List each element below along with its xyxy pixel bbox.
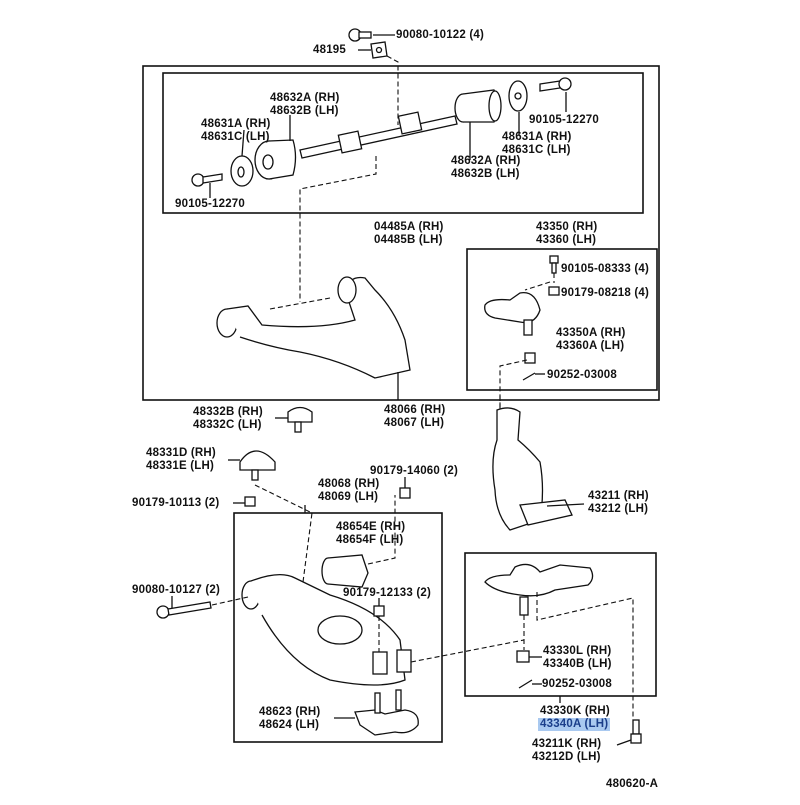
label-43340B[interactable]: 43340B (LH) [543,658,612,670]
label-48654[interactable]: 48654E (RH) 48654F (LH) [336,521,405,547]
label-48631-right[interactable]: 48631A (RH) 48631C (LH) [502,131,572,157]
label-48623[interactable]: 48623 (RH) [259,706,321,718]
label-90105-08333[interactable]: 90105-08333 (4) [561,263,650,275]
label-90252-03008-upper[interactable]: 90252-03008 [547,369,617,381]
label-43350[interactable]: 43350 (RH) [536,221,598,233]
label-90179-10113[interactable]: 90179-10113 (2) [132,497,220,509]
label-43330K[interactable]: 43330K (RH) [540,705,610,717]
lower-ball-joint-icon [484,563,594,616]
label-04485A[interactable]: 04485A (RH) [374,221,444,233]
label-48654E[interactable]: 48654E (RH) [336,521,406,533]
upper-control-arm-icon [216,276,411,379]
label-90179-12133[interactable]: 90179-12133 (2) [343,587,432,599]
label-04485[interactable]: 04485A (RH) 04485B (LH) [374,221,444,247]
label-04485B[interactable]: 04485B (LH) [374,234,443,246]
nut-43330L-icon [516,650,530,663]
label-48631A-right[interactable]: 48631A (RH) [502,131,572,143]
label-43350A[interactable]: 43350A (RH) [556,327,626,339]
label-48632-right[interactable]: 48632A (RH) 48632B (LH) [451,155,521,181]
label-48623-48624[interactable]: 48623 (RH) 48624 (LH) [259,706,320,732]
upper-ball-joint-icon [484,291,541,364]
lower-arm-box [233,512,443,743]
label-43212D[interactable]: 43212D (LH) [532,751,601,763]
label-90080-10127[interactable]: 90080-10127 (2) [132,584,221,596]
label-43211K[interactable]: 43211K (RH) [532,738,602,750]
steering-knuckle-icon [492,407,573,531]
label-48631C-right[interactable]: 48631C (LH) [502,144,571,156]
label-90179-14060[interactable]: 90179-14060 (2) [370,465,459,477]
shaft-kit-box [162,72,644,214]
label-48631-left[interactable]: 48631A (RH) 48631C (LH) [201,118,271,144]
label-48631A-left[interactable]: 48631A (RH) [201,118,271,130]
label-43350A-43360A[interactable]: 43350A (RH) 43360A (LH) [556,327,626,353]
nut-90179-10113-icon [244,496,256,507]
bolt-90080-10122-icon [348,28,372,42]
bushing-left-icon [254,139,297,180]
knuckle-bolt-icon [630,719,642,744]
shaft-icon [299,111,458,159]
label-43330L[interactable]: 43330L (RH) [543,645,612,657]
bolt-90105-08333-icon [549,255,559,274]
label-90179-08218[interactable]: 90179-08218 (4) [561,287,650,299]
bumper-upper-icon [287,406,313,433]
bolt-right-icon [539,77,572,92]
label-48624[interactable]: 48624 (LH) [259,719,320,731]
lower-control-arm-icon [241,574,412,686]
label-90080-10122[interactable]: 90080-10122 (4) [396,29,485,41]
label-48066[interactable]: 48066 (RH) [384,404,446,416]
bolt-90080-10127-icon [156,601,212,619]
bolt-left-icon [191,173,223,187]
bushing-right-icon [454,89,502,123]
lower-bushing-icon [321,554,369,588]
label-90252-03008-lower[interactable]: 90252-03008 [542,678,612,690]
nut-90179-14060-icon [399,487,411,499]
cotter-pin-lower-icon [518,679,533,689]
label-48195[interactable]: 48195 [313,44,346,56]
nut-90179-12133-icon [373,605,385,617]
cotter-pin-upper-icon [522,372,536,381]
washer-left-icon [230,155,254,187]
label-43340A-highlighted[interactable]: 43340A (LH) [538,718,611,731]
diagram-code: 480620-A [606,778,659,790]
label-48069[interactable]: 48069 (LH) [318,491,379,503]
label-43330K-43340A[interactable]: 43330K (RH) 43340A (LH) [538,705,611,731]
label-48632B-right[interactable]: 48632B (LH) [451,168,520,180]
bumper-lower-icon [239,450,276,481]
plate-48195-icon [370,41,388,59]
label-43211[interactable]: 43211 (RH) [588,490,649,502]
label-48068-48069[interactable]: 48068 (RH) 48069 (LH) [318,478,379,504]
spring-seat-icon [354,689,419,736]
upper-arm-assembly-box [142,65,660,401]
label-43360A[interactable]: 43360A (LH) [556,340,625,352]
label-48632A-right[interactable]: 48632A (RH) [451,155,521,167]
label-48331[interactable]: 48331D (RH) 48331E (LH) [146,447,216,473]
label-48332C[interactable]: 48332C (LH) [193,419,262,431]
label-48066-48067[interactable]: 48066 (RH) 48067 (LH) [384,404,445,430]
label-48331E[interactable]: 48331E (LH) [146,460,215,472]
label-90105-12270-right[interactable]: 90105-12270 [529,114,599,126]
label-48068[interactable]: 48068 (RH) [318,478,380,490]
label-43211-43212[interactable]: 43211 (RH) 43212 (LH) [588,490,649,516]
label-48331D[interactable]: 48331D (RH) [146,447,216,459]
label-48332[interactable]: 48332B (RH) 48332C (LH) [193,406,263,432]
label-90105-12270-left[interactable]: 90105-12270 [175,198,245,210]
label-48632A-left[interactable]: 48632A (RH) [270,92,340,104]
label-43330L-43340B[interactable]: 43330L (RH) 43340B (LH) [543,645,612,671]
label-48067[interactable]: 48067 (LH) [384,417,445,429]
nut-90179-08218-icon [548,286,560,296]
label-48332B[interactable]: 48332B (RH) [193,406,263,418]
washer-right-icon [508,80,528,112]
label-48654F[interactable]: 48654F (LH) [336,534,404,546]
label-48632-left[interactable]: 48632A (RH) 48632B (LH) [270,92,340,118]
label-48632B-left[interactable]: 48632B (LH) [270,105,339,117]
upper-ball-joint-box [466,248,658,391]
label-48631C-left[interactable]: 48631C (LH) [201,131,270,143]
label-43360[interactable]: 43360 (LH) [536,234,597,246]
label-43211K-43212D[interactable]: 43211K (RH) 43212D (LH) [532,738,601,764]
label-43212[interactable]: 43212 (LH) [588,503,649,515]
label-43350-43360[interactable]: 43350 (RH) 43360 (LH) [536,221,597,247]
